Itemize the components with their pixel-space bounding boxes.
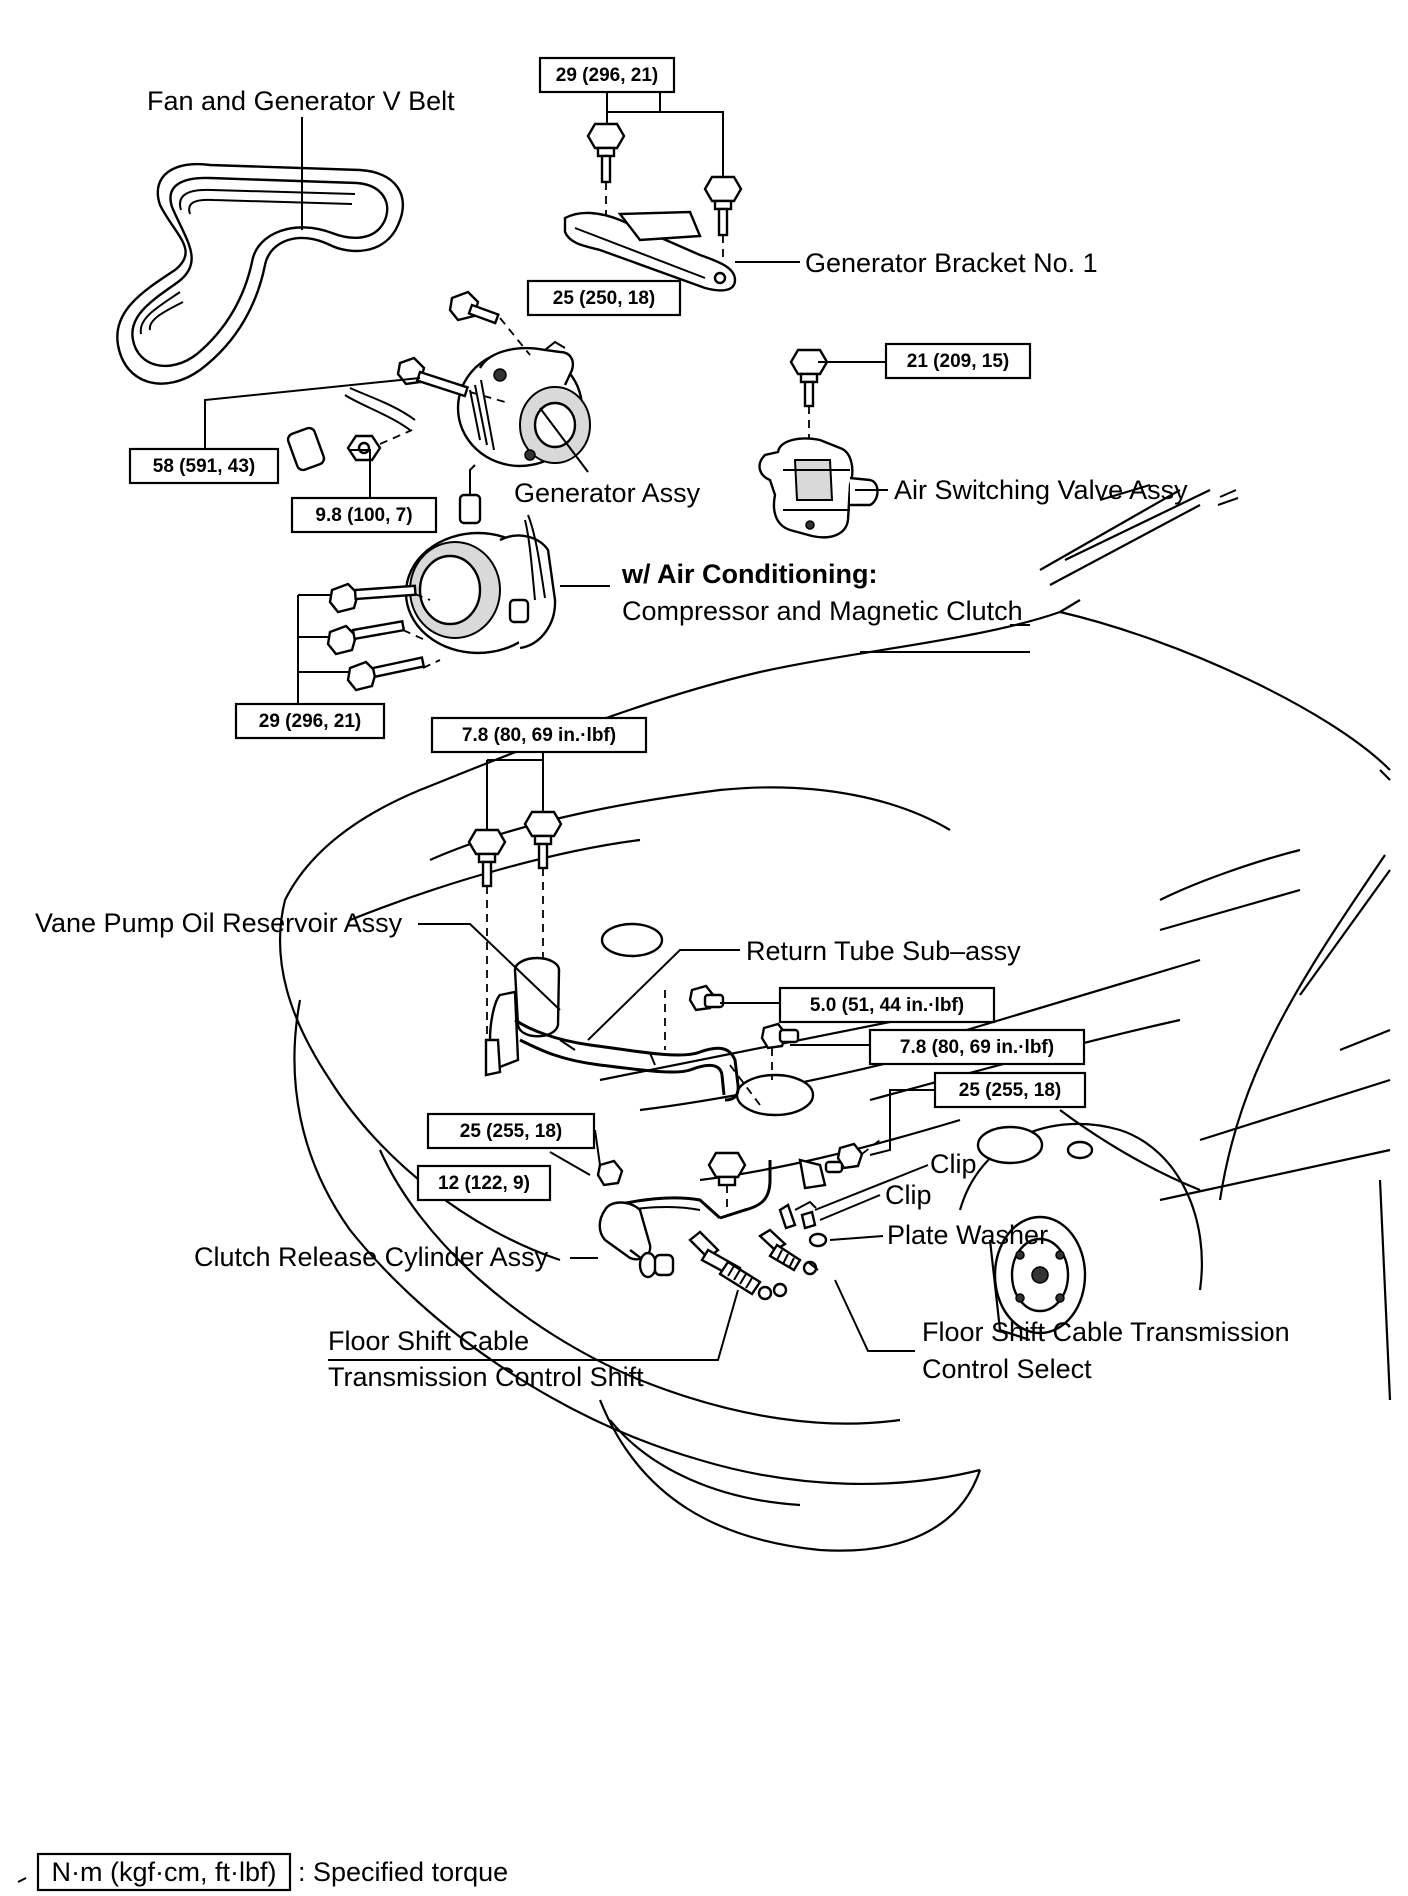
torque-value-3: 21 (209, 15)	[907, 351, 1009, 372]
torque-box-12: 12 (122, 9)	[416, 1164, 552, 1202]
clutch-release-cylinder	[596, 1159, 675, 1279]
torque-box-9: 7.8 (80, 69 in.·lbf)	[868, 1028, 1086, 1066]
select-cable-end	[758, 1228, 819, 1276]
torque-box-7: 7.8 (80, 69 in.·lbf)	[430, 716, 648, 754]
legend-text: : Specified torque	[298, 1857, 508, 1887]
label-air-switching-valve: Air Switching Valve Assy	[894, 475, 1188, 505]
torque-box-10: 25 (255, 18)	[933, 1071, 1087, 1109]
legend-unit: N·m (kgf·cm, ft·lbf)	[52, 1857, 277, 1887]
torque-box-8: 5.0 (51, 44 in.·lbf)	[778, 986, 996, 1024]
label-fan-belt: Fan and Generator V Belt	[147, 86, 455, 116]
clutch-line	[612, 1151, 772, 1220]
generator-long-dash	[469, 391, 506, 403]
torque-value-10: 25 (255, 18)	[959, 1080, 1061, 1101]
torque-box-4: 58 (591, 43)	[128, 447, 280, 485]
torque-value-12: 12 (122, 9)	[438, 1173, 530, 1194]
label-ac-title: w/ Air Conditioning:	[621, 559, 877, 589]
label-shift-cable-1: Floor Shift Cable	[328, 1326, 529, 1356]
compressor-bolt-3	[346, 656, 426, 692]
compressor-dash	[402, 593, 441, 669]
bolt-top-right	[703, 175, 743, 237]
torque-value-11: 25 (255, 18)	[460, 1121, 562, 1142]
label-vane-pump: Vane Pump Oil Reservoir Assy	[35, 908, 403, 938]
torque-value-8: 5.0 (51, 44 in.·lbf)	[810, 995, 964, 1016]
torque-value-4: 58 (591, 43)	[153, 456, 255, 477]
bracket-torque-leader	[606, 92, 724, 177]
compressor-bolt-2	[326, 619, 406, 656]
return-tube-bolt-1	[688, 984, 725, 1012]
torque-box-2: 25 (250, 18)	[526, 279, 682, 317]
bolt-top-left	[586, 122, 626, 184]
label-return-tube: Return Tube Sub–assy	[746, 936, 1021, 966]
torque-legend: N·m (kgf·cm, ft·lbf) : Specified torque	[17, 1852, 508, 1892]
generator-bracket	[563, 210, 737, 292]
torque-box-3: 21 (209, 15)	[884, 342, 1032, 380]
torque-value-9: 7.8 (80, 69 in.·lbf)	[900, 1037, 1054, 1058]
torque-value-5: 9.8 (100, 7)	[315, 505, 412, 526]
air-switching-valve	[758, 348, 879, 539]
generator-nut-dash	[379, 429, 413, 445]
label-plate-washer: Plate Washer	[887, 1220, 1048, 1250]
return-tube-bolt-2	[760, 1022, 800, 1050]
label-select-cable-1: Floor Shift Cable Transmission	[922, 1317, 1290, 1347]
vane-pump-reservoir	[467, 740, 563, 1077]
compressor-bolt-1	[328, 582, 417, 614]
label-generator-bracket: Generator Bracket No. 1	[805, 248, 1098, 278]
label-clutch-cylinder: Clutch Release Cylinder Assy	[194, 1242, 549, 1272]
compressor-torque-leader	[297, 594, 350, 712]
ac-compressor	[404, 464, 557, 655]
generator-upper-dash	[499, 317, 531, 356]
generator-long-bolt	[396, 356, 470, 398]
generator-nut	[346, 434, 382, 462]
return-tube	[514, 990, 761, 1106]
generator-assy	[456, 340, 591, 468]
torque-value-7: 7.8 (80, 69 in.·lbf)	[462, 725, 616, 746]
torque-box-1: 29 (296, 21)	[538, 56, 676, 94]
label-clip-2: Clip	[885, 1180, 932, 1210]
leader-lines	[204, 117, 1239, 1361]
bracket-bolt-right	[798, 1142, 864, 1190]
label-ac-sub: Compressor and Magnetic Clutch	[622, 596, 1023, 626]
label-select-cable-2: Control Select	[922, 1354, 1092, 1384]
torque-box-11: 25 (255, 18)	[426, 1112, 596, 1150]
car-body-outline	[278, 489, 1392, 1552]
right-bolt-dash	[861, 1139, 881, 1155]
clip-parts	[778, 1200, 828, 1248]
generator-wire	[344, 387, 416, 431]
compressor-plug	[458, 464, 482, 525]
torque-value-6: 29 (296, 21)	[259, 711, 361, 732]
torque-value-2: 25 (250, 18)	[553, 288, 655, 309]
shift-cable-end	[688, 1230, 788, 1301]
label-generator-assy: Generator Assy	[514, 478, 701, 508]
torque-box-6: 29 (296, 21)	[234, 702, 386, 740]
label-shift-cable-2: Transmission Control Shift	[328, 1362, 644, 1392]
generator-upper-bolt	[448, 290, 500, 325]
torque-value-1: 29 (296, 21)	[556, 65, 658, 86]
fan-generator-v-belt	[116, 162, 404, 385]
label-clip-1: Clip	[930, 1149, 977, 1179]
terminal-connector	[286, 426, 326, 472]
torque-box-5: 9.8 (100, 7)	[290, 496, 438, 534]
